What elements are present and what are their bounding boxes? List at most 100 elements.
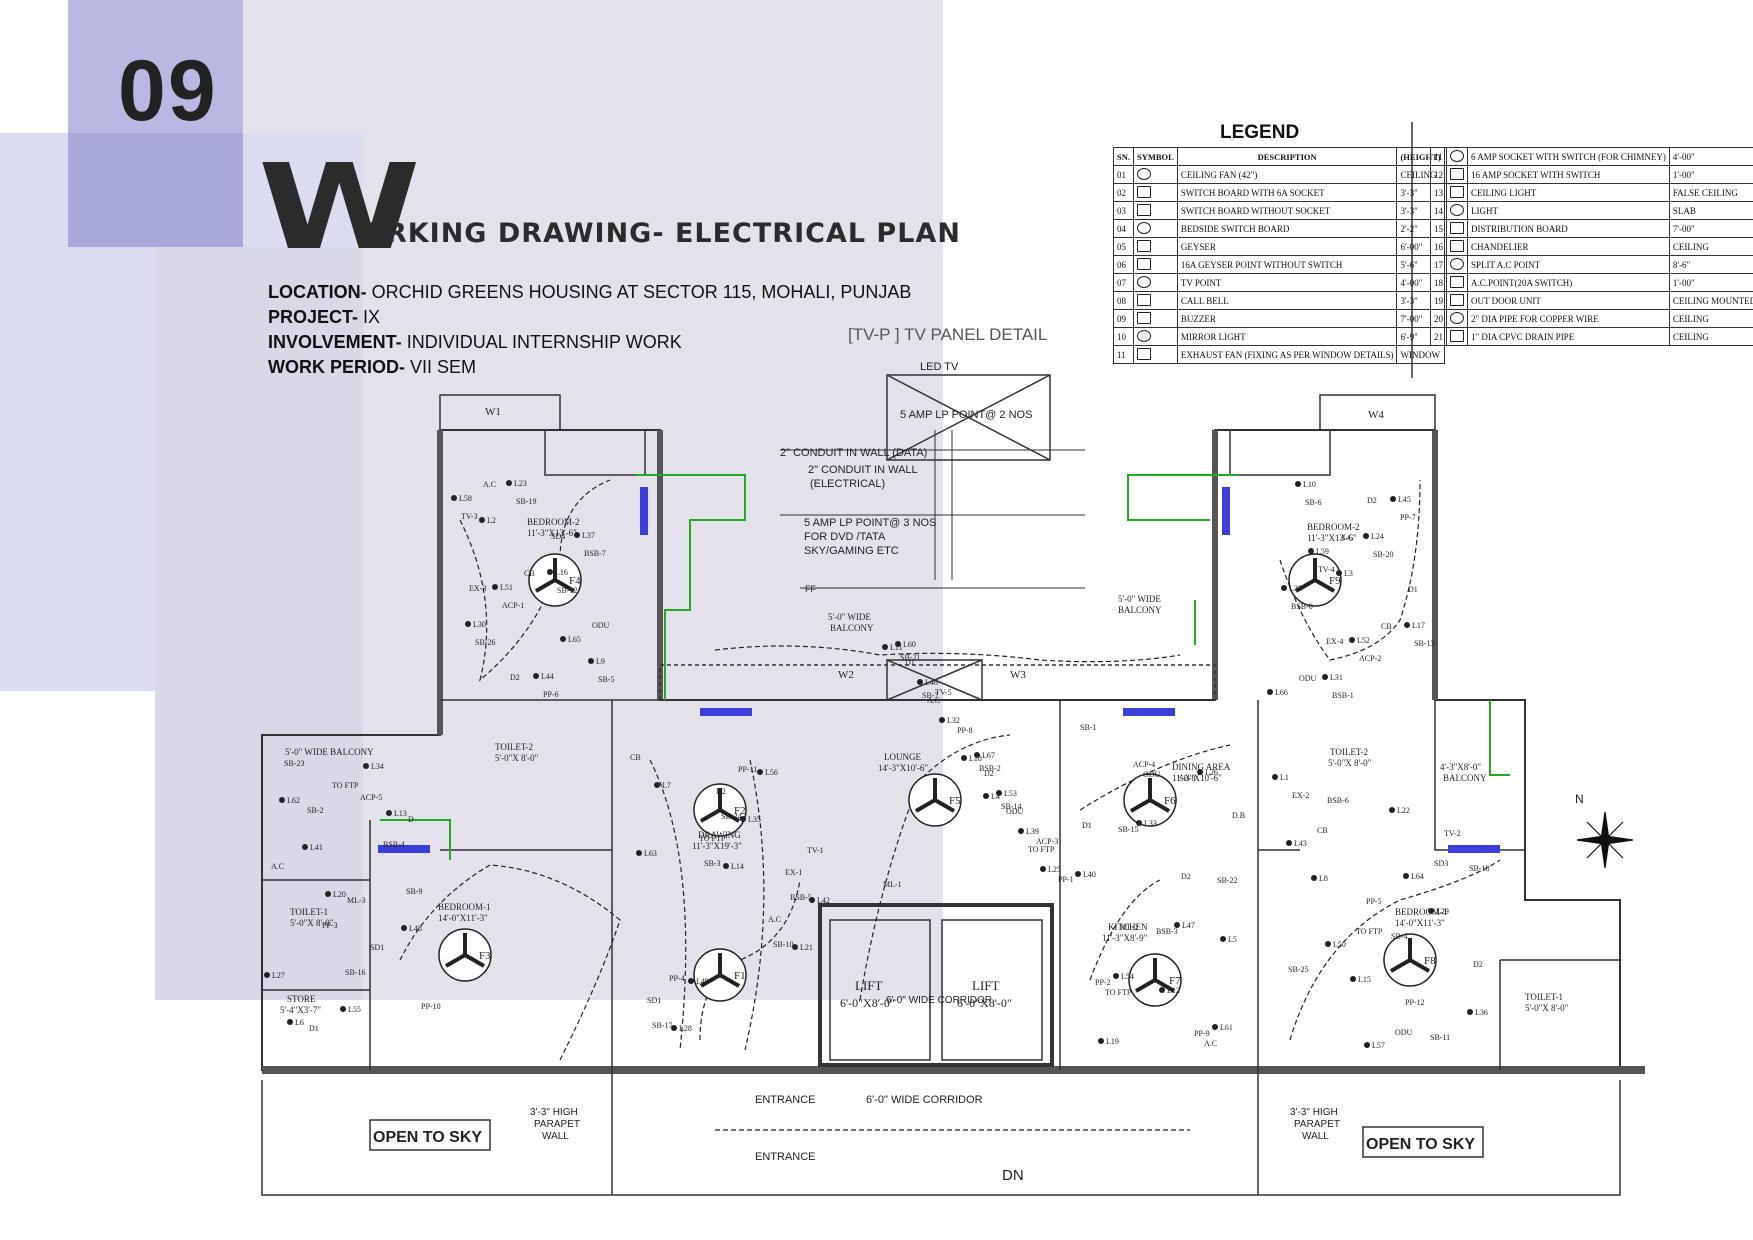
legend-height: FALSE CEILING — [1668, 183, 1753, 202]
fan-blade — [463, 953, 486, 968]
legend-symbol-icon — [1446, 309, 1468, 328]
legend-symbol-icon — [1133, 165, 1178, 184]
legend-height: 1'-00" — [1668, 165, 1753, 184]
legend-description: 16 AMP SOCKET WITH SWITCH — [1467, 165, 1670, 184]
legend-symbol-icon — [1133, 219, 1178, 238]
legend-sn: 01 — [1113, 165, 1134, 184]
legend-height: CEILING MOUNTED — [1668, 291, 1753, 310]
legend-sn: 06 — [1113, 255, 1134, 274]
legend-symbol-icon — [1446, 201, 1468, 220]
legend-sn: 11 — [1430, 147, 1447, 166]
legend-symbol-icon — [1446, 183, 1468, 202]
meta-location: LOCATION- ORCHID GREENS HOUSING AT SECTO… — [268, 282, 912, 302]
legend-header-description: DESCRIPTION — [1176, 147, 1398, 166]
legend-description: BEDSIDE SWITCH BOARD — [1176, 219, 1398, 238]
legend-sn: 17 — [1430, 255, 1447, 274]
legend-height: CEILING — [1668, 327, 1753, 346]
fan-blade — [718, 808, 741, 823]
legend-description: BUZZER — [1176, 309, 1398, 328]
fan-blade — [933, 798, 956, 813]
legend-height: WINDOW — [1396, 345, 1445, 364]
legend-height: 1'-00" — [1668, 273, 1753, 292]
legend-description: SPLIT A.C POINT — [1467, 255, 1670, 274]
legend-sn: 10 — [1113, 327, 1134, 346]
fan-blade — [699, 973, 722, 988]
fan-blade — [1129, 798, 1151, 813]
legend-symbol-icon — [1446, 147, 1468, 166]
fan-blade — [699, 808, 722, 823]
legend-symbol-icon — [1446, 291, 1468, 310]
legend-description: CEILING LIGHT — [1467, 183, 1670, 202]
legend-symbol-icon — [1133, 255, 1178, 274]
legend-row: 11 EXHAUST FAN (FIXING AS PER WINDOW DETA… — [1113, 345, 1445, 364]
legend-table-right: 11 6 AMP SOCKET WITH SWITCH (FOR CHIMNEY)… — [1430, 147, 1753, 346]
legend-symbol-icon — [1446, 165, 1468, 184]
legend-description: TV POINT — [1176, 273, 1398, 292]
legend-symbol-icon — [1133, 237, 1178, 256]
legend-height: 7'-00" — [1668, 219, 1753, 238]
legend-sn: 04 — [1113, 219, 1134, 238]
legend-sn: 05 — [1113, 237, 1134, 256]
legend-sn: 03 — [1113, 201, 1134, 220]
fan-blade — [914, 798, 937, 813]
fan-blade — [444, 953, 467, 968]
fan-blade — [1389, 958, 1411, 973]
strip-block — [155, 247, 363, 1000]
legend-description: OUT DOOR UNIT — [1467, 291, 1670, 310]
legend-symbol-icon — [1446, 273, 1468, 292]
legend-height: SLAB — [1668, 201, 1753, 220]
legend-title: LEGEND — [1220, 122, 1300, 143]
fan-blade — [718, 973, 741, 988]
legend-description: GEYSER — [1176, 237, 1398, 256]
legend-sn: 18 — [1430, 273, 1447, 292]
legend-description: 1" DIA CPVC DRAIN PIPE — [1467, 327, 1670, 346]
legend-symbol-icon — [1446, 219, 1468, 238]
legend-sn: 21 — [1430, 327, 1447, 346]
legend-row: 11 6 AMP SOCKET WITH SWITCH (FOR CHIMNEY)… — [1430, 147, 1753, 166]
legend-description: CEILING FAN (42") — [1176, 165, 1398, 184]
legend-sn: 11 — [1113, 345, 1134, 364]
legend-description: 2" DIA PIPE FOR COPPER WIRE — [1467, 309, 1670, 328]
fan-blade — [1294, 578, 1316, 593]
legend-height: 8'-6" — [1668, 255, 1753, 274]
legend-sn: 16 — [1430, 237, 1447, 256]
fan-blade — [534, 578, 557, 593]
legend-description: CHANDELIER — [1467, 237, 1670, 256]
legend-description: EXHAUST FAN (FIXING AS PER WINDOW DETAIL… — [1176, 345, 1398, 364]
legend-sn: 12 — [1430, 165, 1447, 184]
fan-blade — [1314, 578, 1336, 593]
legend-header-symbol: SYMBOL — [1133, 147, 1178, 166]
legend-symbol-icon — [1133, 183, 1178, 202]
legend-sn: 09 — [1113, 309, 1134, 328]
legend-sn: 13 — [1430, 183, 1447, 202]
legend-symbol-icon — [1133, 309, 1178, 328]
legend-sn: 19 — [1430, 291, 1447, 310]
legend-height: CEILING — [1668, 309, 1753, 328]
legend-symbol-icon — [1446, 327, 1468, 346]
legend-description: 6 AMP SOCKET WITH SWITCH (FOR CHIMNEY) — [1467, 147, 1670, 166]
legend-symbol-icon — [1133, 201, 1178, 220]
legend-symbol-icon — [1133, 291, 1178, 310]
fan-blade — [553, 578, 576, 593]
legend-description: LIGHT — [1467, 201, 1670, 220]
overlap-block — [68, 133, 243, 247]
title-initial: W — [258, 138, 421, 276]
legend-sn: 15 — [1430, 219, 1447, 238]
page-number: 09 — [118, 43, 218, 139]
